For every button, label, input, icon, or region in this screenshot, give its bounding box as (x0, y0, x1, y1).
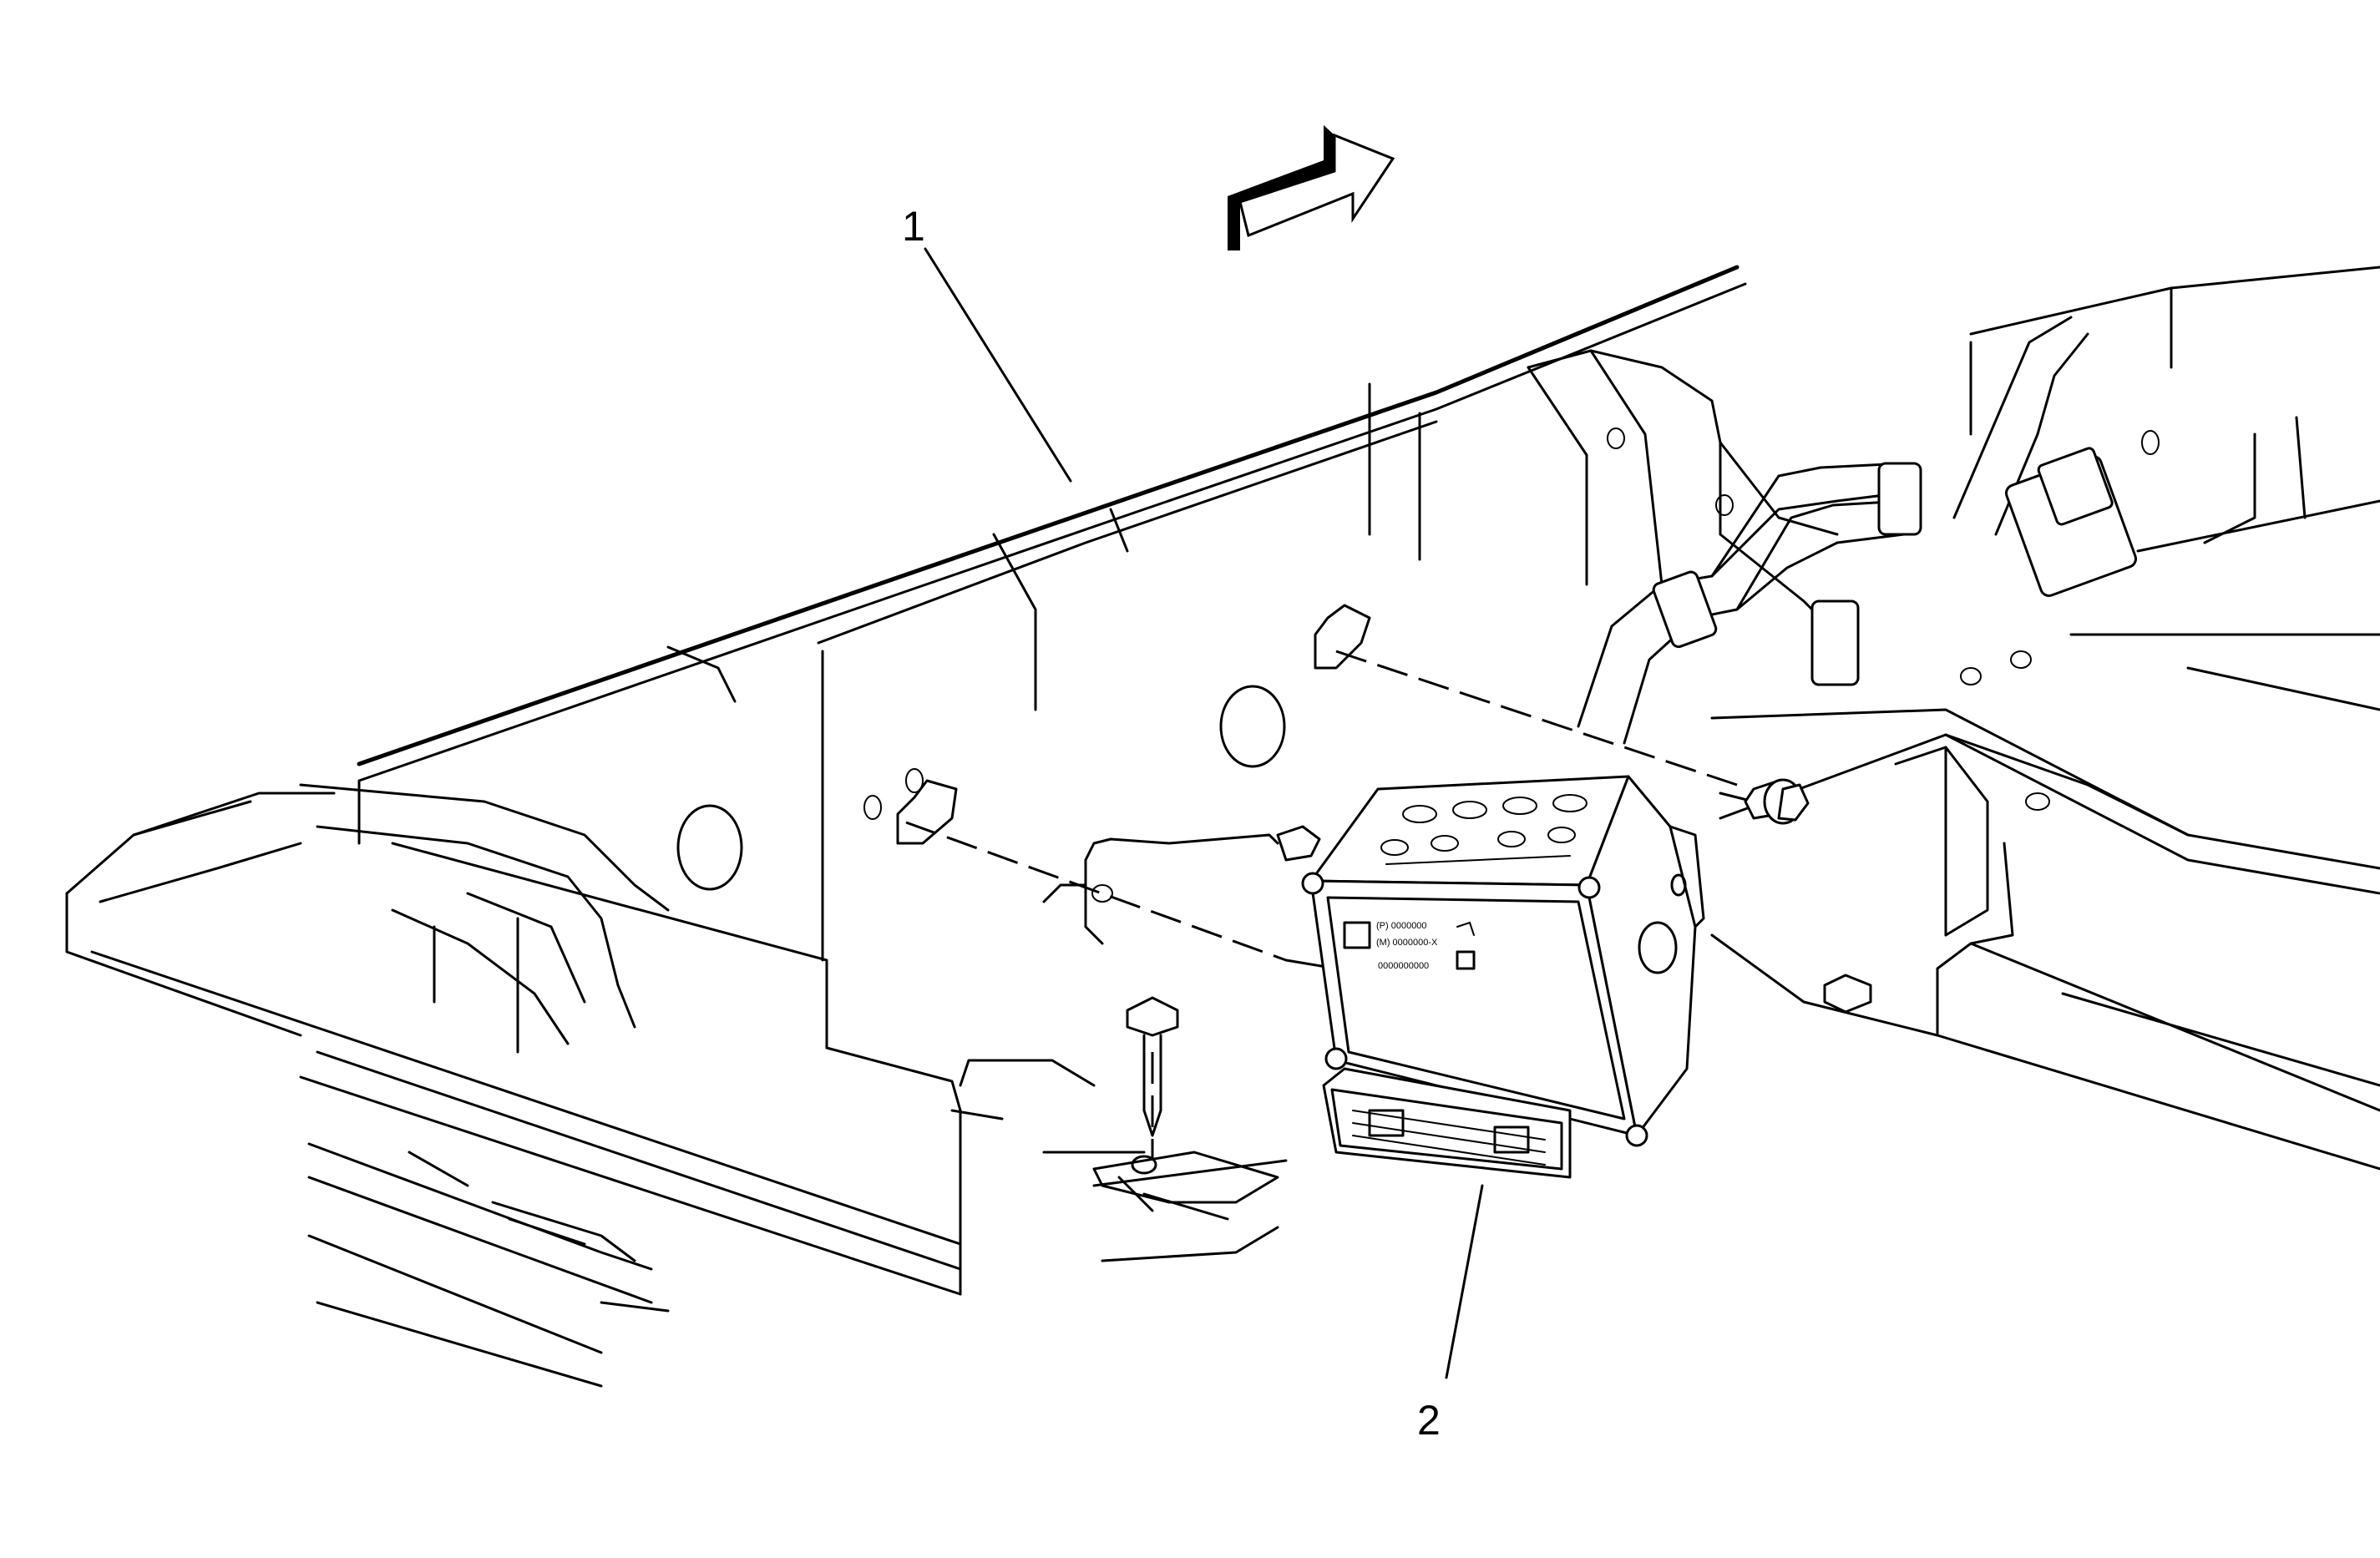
bolt-vertical (1126, 996, 1179, 1137)
callout-label-1: 1 (902, 203, 925, 250)
callout-2: 2 (1417, 1184, 1484, 1444)
module-label-line1: (P) 0000000 (1376, 921, 1427, 931)
crossmember (1527, 266, 2380, 1171)
control-module: (P) 0000000 (M) 0000000-X 0000000000 (1301, 775, 1705, 1179)
nut-upper-left (1276, 825, 1321, 862)
forward-arrow-icon (1228, 125, 1395, 250)
bolt-upper (1719, 778, 1810, 825)
nut-lower-right (1823, 974, 1872, 1014)
module-label-line2: (M) 0000000-X (1376, 938, 1438, 948)
module-label-line3: 0000000000 (1378, 961, 1429, 971)
lower-frame-structure (65, 800, 1288, 1388)
callout-label-2: 2 (1417, 1397, 1441, 1444)
callout-1: 1 (902, 203, 1072, 483)
wiring-harness (99, 316, 2138, 1054)
module-bracket (1042, 833, 1279, 945)
frame-rail (299, 265, 1747, 1296)
fastener-centerlines (905, 650, 1738, 1161)
